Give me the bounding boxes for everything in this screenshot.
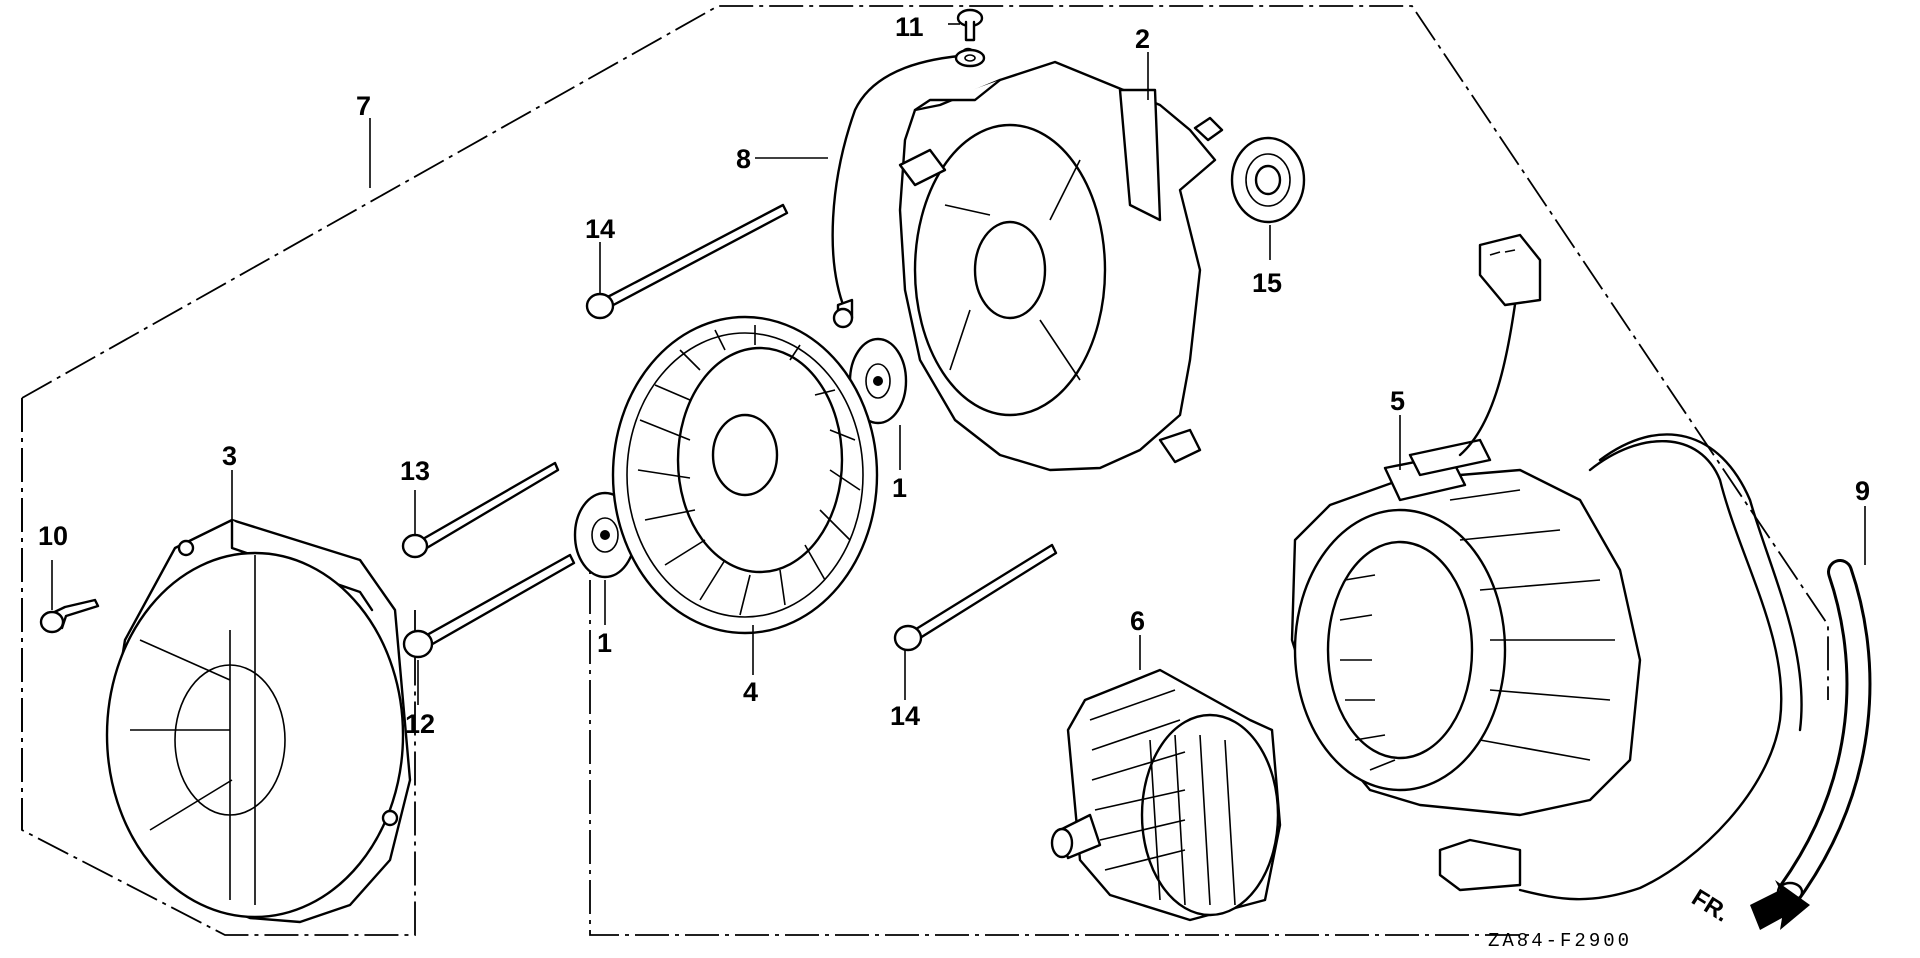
callout-2: 2 [1135, 24, 1150, 54]
callout-3: 3 [222, 441, 237, 471]
bolt-14-lower [893, 543, 1058, 652]
callout-11: 11 [895, 12, 924, 42]
callout-4: 4 [743, 677, 758, 707]
stator-harness [1438, 233, 1803, 901]
callout-5: 5 [1390, 386, 1405, 416]
callout-8: 8 [736, 144, 751, 174]
screw-11 [956, 8, 984, 42]
stator [1290, 438, 1642, 817]
bolt-14-upper [585, 203, 789, 320]
leader-lines [51, 23, 1866, 705]
callout-9: 9 [1855, 476, 1870, 506]
rotor [1050, 668, 1282, 922]
callout-14-lower: 14 [890, 701, 920, 731]
callout-12: 12 [405, 709, 435, 739]
washer-1-rear [848, 337, 908, 425]
bolt-12 [402, 553, 576, 659]
cooling-fan [611, 315, 879, 635]
fan-cover [105, 518, 412, 924]
callout-labels: 7 3 10 13 12 14 1 1 4 14 8 11 2 15 5 6 9 [38, 12, 1870, 739]
callout-15: 15 [1252, 268, 1282, 298]
callout-14-upper: 14 [585, 214, 615, 244]
callout-1-rear: 1 [892, 473, 907, 503]
bolt-13 [401, 461, 560, 559]
assembly-outline-7 [21, 5, 1829, 936]
front-direction-label: FR. [1687, 884, 1734, 927]
callout-10: 10 [38, 521, 68, 551]
callout-13: 13 [400, 456, 430, 486]
fan-shroud [898, 60, 1224, 472]
callout-7: 7 [356, 91, 371, 121]
diagram-code: ZA84-F2900 [1488, 930, 1632, 952]
callout-6: 6 [1130, 606, 1145, 636]
front-direction-arrow [1750, 880, 1810, 930]
bearing [1230, 136, 1306, 224]
callout-1-front: 1 [597, 628, 612, 658]
bolt-10 [39, 598, 100, 634]
washer-11 [954, 48, 986, 68]
